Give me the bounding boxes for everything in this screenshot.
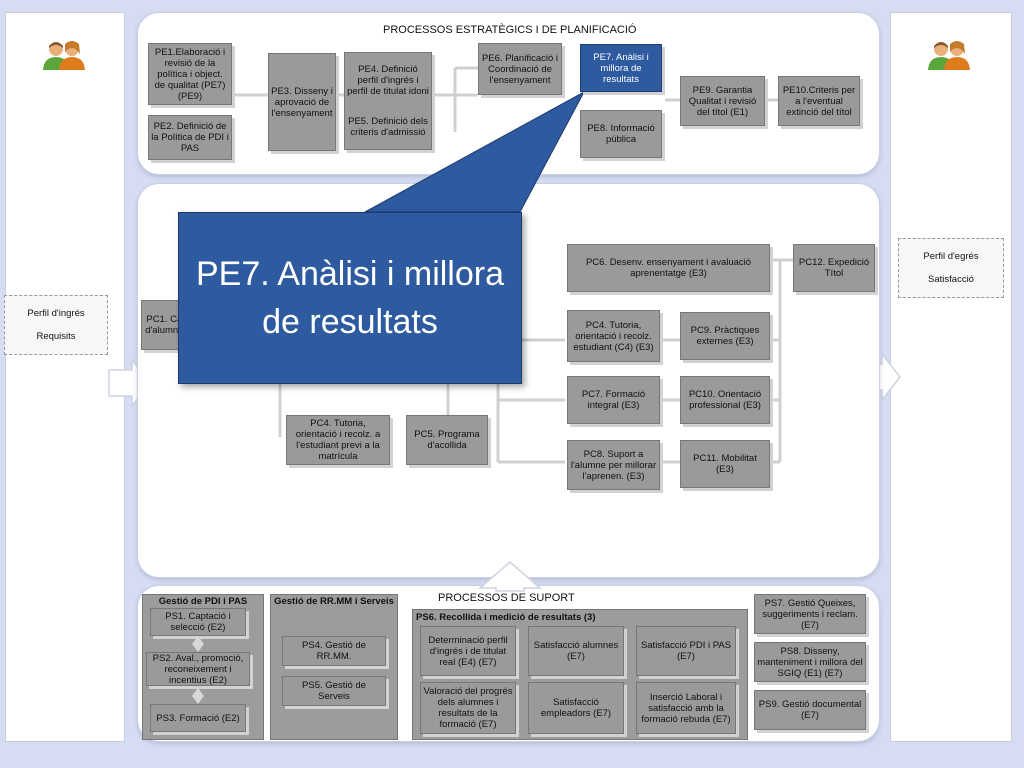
- support-title: PROCESSOS DE SUPORT: [438, 592, 575, 604]
- pe4-pe5-box: PE4. Definició perfil d'ingrés i perfil …: [344, 52, 432, 150]
- ps9-label: PS9. Gestió documental (E7): [758, 699, 862, 721]
- rrmm-title: Gestió de RR.MM i Serveis: [274, 596, 394, 607]
- pe2-box: PE2. Definició de la Política de PDI i P…: [148, 115, 232, 160]
- ps7-label: PS7. Gestió Queixes, suggeriments i recl…: [762, 597, 858, 631]
- ps6e-label: Satisfacció empleadors (E7): [540, 697, 612, 719]
- ps6f-box: Inserció Laboral i satisfacció amb la fo…: [636, 682, 736, 734]
- pc4a-box: PC4. Tutoria, orientació i recolz. a l'e…: [286, 415, 390, 465]
- pc9-label: PC9. Pràctiques externes (E3): [690, 325, 760, 347]
- pe2-label: PE2. Definició de la Política de PDI i P…: [151, 121, 229, 154]
- pc7-label: PC7. Formació integral (E3): [581, 389, 646, 411]
- pe10-box: PE10.Criteris per a l'eventual extinció …: [778, 76, 860, 126]
- ps8-label: PS8. Disseny, manteniment i millora del …: [757, 645, 863, 679]
- pc7-box: PC7. Formació integral (E3): [567, 376, 660, 424]
- input-profile-box: Perfil d'ingrés Requisits: [4, 295, 108, 355]
- ps4-box: PS4. Gestió de RR.MM.: [282, 636, 386, 666]
- pe1-box: PE1.Elaboració i revisió de la política …: [148, 43, 232, 105]
- pe3-label: PE3. Disseny i aprovació de l'ensenyamen…: [271, 85, 333, 119]
- pe1-label: PE1.Elaboració i revisió de la política …: [154, 46, 226, 102]
- ps2-label: PS2. Aval., promoció, reconeixement i in…: [152, 652, 244, 686]
- ps6c-box: Satisfacció PDI i PAS (E7): [636, 626, 736, 676]
- pc4b-box: PC4. Tutoria, orientació i recolz. estud…: [567, 310, 660, 362]
- pe9-label: PE9. Garantia Qualitat i revisió del tít…: [688, 84, 757, 118]
- pc6-box: PC6. Desenv. ensenyament i avaluació apr…: [567, 244, 770, 292]
- rrmm-group: [270, 594, 398, 740]
- input-profile-label: Perfil d'ingrés: [27, 308, 85, 319]
- pe6-label: PE6. Planificació i Coordinació de l'ens…: [481, 52, 559, 86]
- pe4-label: PE4. Definició perfil d'ingrés i perfil …: [347, 64, 429, 98]
- strategic-title: PROCESSOS ESTRATÈGICS I DE PLANIFICACIÓ: [383, 24, 637, 36]
- ps3-box: PS3. Formació (E2): [150, 704, 246, 732]
- pdi-pas-title: Gestió de PDI i PAS: [158, 596, 248, 607]
- ps1-box: PS1. Captació i selecció (E2): [150, 608, 246, 636]
- pc11-box: PC11. Mobilitat (E3): [680, 440, 770, 488]
- pc4a-label: PC4. Tutoria, orientació i recolz. a l'e…: [295, 418, 381, 462]
- ps6e-box: Satisfacció empleadors (E7): [528, 682, 624, 734]
- ps2-box: PS2. Aval., promoció, reconeixement i in…: [146, 652, 250, 686]
- ps6c-label: Satisfacció PDI i PAS (E7): [640, 640, 732, 662]
- ps5-box: PS5. Gestió de Serveis: [282, 676, 386, 706]
- output-satisfaction-label: Satisfacció: [928, 274, 974, 285]
- pc5-label: PC5. Programa d'acollida: [414, 429, 480, 451]
- pe3-box: PE3. Disseny i aprovació de l'ensenyamen…: [268, 53, 336, 151]
- pe7-label: PE7. Anàlisi i millora de resultats: [593, 51, 649, 85]
- pe10-label: PE10.Criteris per a l'eventual extinció …: [782, 84, 856, 118]
- input-requirements-label: Requisits: [36, 331, 76, 342]
- support-up-arrow: [478, 561, 542, 592]
- output-profile-label: Perfil d'egrés: [923, 251, 979, 262]
- ps6a-box: Determinació perfil d'ingrés i de titula…: [420, 626, 516, 676]
- ps6b-box: Satisfacció alumnes (E7): [528, 626, 624, 676]
- ps1-ps3-connector: [192, 636, 204, 704]
- ps7-box: PS7. Gestió Queixes, suggeriments i recl…: [754, 594, 866, 634]
- pe5-label: PE5. Definició dels criteris d'admissió: [348, 115, 428, 138]
- pc9-box: PC9. Pràctiques externes (E3): [680, 312, 770, 360]
- pc12-label: PC12. Expedició Títol: [798, 257, 870, 279]
- pe9-box: PE9. Garantia Qualitat i revisió del tít…: [680, 76, 765, 126]
- pc4b-label: PC4. Tutoria, orientació i recolz. estud…: [573, 319, 654, 353]
- pc6-label: PC6. Desenv. ensenyament i avaluació apr…: [585, 257, 752, 279]
- ps6a-label: Determinació perfil d'ingrés i de titula…: [428, 634, 508, 668]
- pe8-box: PE8. Informació pública: [580, 110, 662, 158]
- ps5-label: PS5. Gestió de Serveis: [302, 680, 366, 702]
- pc11-label: PC11. Mobilitat (E3): [693, 453, 757, 475]
- people-icon-right: [928, 41, 970, 70]
- ps9-box: PS9. Gestió documental (E7): [754, 690, 866, 730]
- pe7-callout: PE7. Anàlisi i millora de resultats: [178, 212, 522, 384]
- pc1-label: PC1. Captació d'alumnes (E3): [145, 314, 209, 336]
- pc12-box: PC12. Expedició Títol: [793, 244, 875, 292]
- ps4-label: PS4. Gestió de RR.MM.: [302, 640, 366, 662]
- pe8-label: PE8. Informació pública: [587, 123, 655, 145]
- left-column: [5, 12, 125, 742]
- ps3-label: PS3. Formació (E2): [156, 712, 240, 724]
- pe7-box[interactable]: PE7. Anàlisi i millora de resultats: [580, 44, 662, 92]
- ps1-label: PS1. Captació i selecció (E2): [165, 611, 231, 633]
- people-icon-left: [43, 41, 85, 70]
- pc5-box: PC5. Programa d'acollida: [406, 415, 488, 465]
- ps8-box: PS8. Disseny, manteniment i millora del …: [754, 642, 866, 682]
- pe7-callout-text: PE7. Anàlisi i millora de resultats: [195, 255, 504, 341]
- ps6b-label: Satisfacció alumnes (E7): [533, 640, 619, 662]
- ps6-title: PS6. Recollida i medició de resultats (3…: [416, 612, 596, 623]
- ps6f-label: Inserció Laboral i satisfacció amb la fo…: [641, 691, 731, 725]
- pc10-label: PC10. Orientació professional (E3): [688, 389, 762, 411]
- ps6d-label: Valoració del progrés dels alumnes i res…: [423, 686, 513, 730]
- pc10-box: PC10. Orientació professional (E3): [680, 376, 770, 424]
- output-profile-box: Perfil d'egrés Satisfacció: [898, 238, 1004, 298]
- pc8-label: PC8. Suport a l'alumne per millorar l'ap…: [570, 448, 657, 482]
- ps6d-box: Valoració del progrés dels alumnes i res…: [420, 682, 516, 734]
- right-column: [890, 12, 1012, 742]
- pc8-box: PC8. Suport a l'alumne per millorar l'ap…: [567, 440, 660, 490]
- pe6-box: PE6. Planificació i Coordinació de l'ens…: [478, 43, 562, 95]
